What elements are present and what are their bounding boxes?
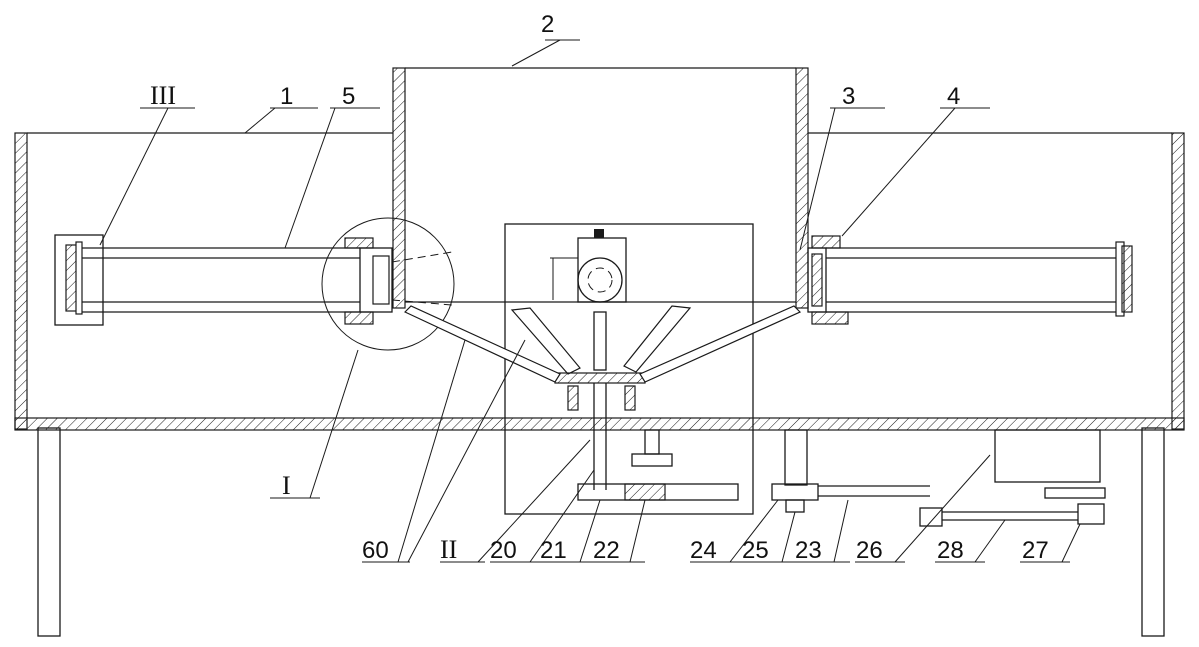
detail-circle-I — [321, 217, 455, 351]
label-4: 4 — [947, 83, 960, 110]
label-I: I — [282, 471, 291, 500]
label-2: 2 — [541, 11, 554, 38]
lower-drive — [577, 429, 1106, 527]
label-III: III — [150, 81, 176, 110]
label-24: 24 — [690, 537, 717, 564]
pipes-60 — [403, 305, 802, 383]
label-5: 5 — [342, 83, 355, 110]
label-25: 25 — [742, 537, 769, 564]
center-housing — [504, 223, 754, 515]
label-1: 1 — [280, 83, 293, 110]
label-60: 60 — [362, 537, 389, 564]
label-28: 28 — [937, 537, 964, 564]
right-tube — [807, 235, 1133, 325]
frame-body — [14, 132, 1185, 431]
label-22: 22 — [593, 537, 620, 564]
label-26: 26 — [856, 537, 883, 564]
rotary-distributor — [510, 305, 692, 490]
left-tube — [54, 234, 393, 326]
label-II: II — [440, 535, 457, 564]
label-27: 27 — [1022, 537, 1049, 564]
hopper — [392, 67, 809, 309]
part-labels: 2 1 5 3 4 III I 60 II 20 21 22 24 25 23 … — [150, 11, 1049, 564]
label-3: 3 — [842, 83, 855, 110]
label-21: 21 — [540, 537, 567, 564]
label-23: 23 — [795, 537, 822, 564]
leader-lines — [99, 39, 1081, 563]
label-20: 20 — [490, 537, 517, 564]
